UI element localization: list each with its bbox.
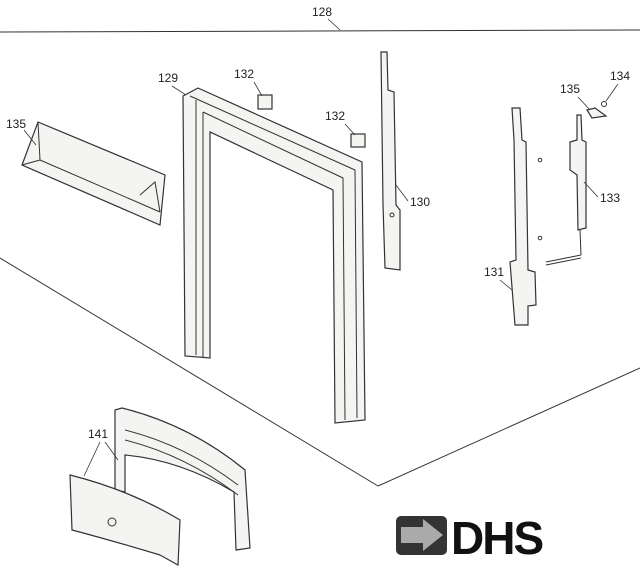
part-screw [601, 101, 607, 107]
label-131: 131 [484, 265, 504, 279]
part-tray [21, 121, 166, 226]
label-132-a: 132 [234, 67, 254, 81]
label-130: 130 [410, 195, 430, 209]
label-133: 133 [600, 191, 620, 205]
label-135-tray: 135 [6, 117, 26, 131]
part-mechanism [545, 114, 587, 266]
label-134: 134 [610, 69, 630, 83]
label-128: 128 [312, 5, 332, 19]
base-plane [0, 29, 640, 487]
part-bracket-right [509, 107, 543, 326]
label-141: 141 [88, 427, 108, 441]
label-132-b: 132 [325, 109, 345, 123]
part-hinge [586, 107, 608, 119]
part-clip-b [350, 133, 366, 148]
part-fret [69, 407, 251, 566]
label-129: 129 [158, 71, 178, 85]
logo-text: DHS [451, 512, 542, 564]
part-bracket-left [380, 51, 401, 271]
label-135-hinge: 135 [560, 82, 580, 96]
part-clip-a [257, 94, 273, 110]
dhs-logo: DHS [396, 512, 544, 564]
part-frame [182, 87, 366, 424]
